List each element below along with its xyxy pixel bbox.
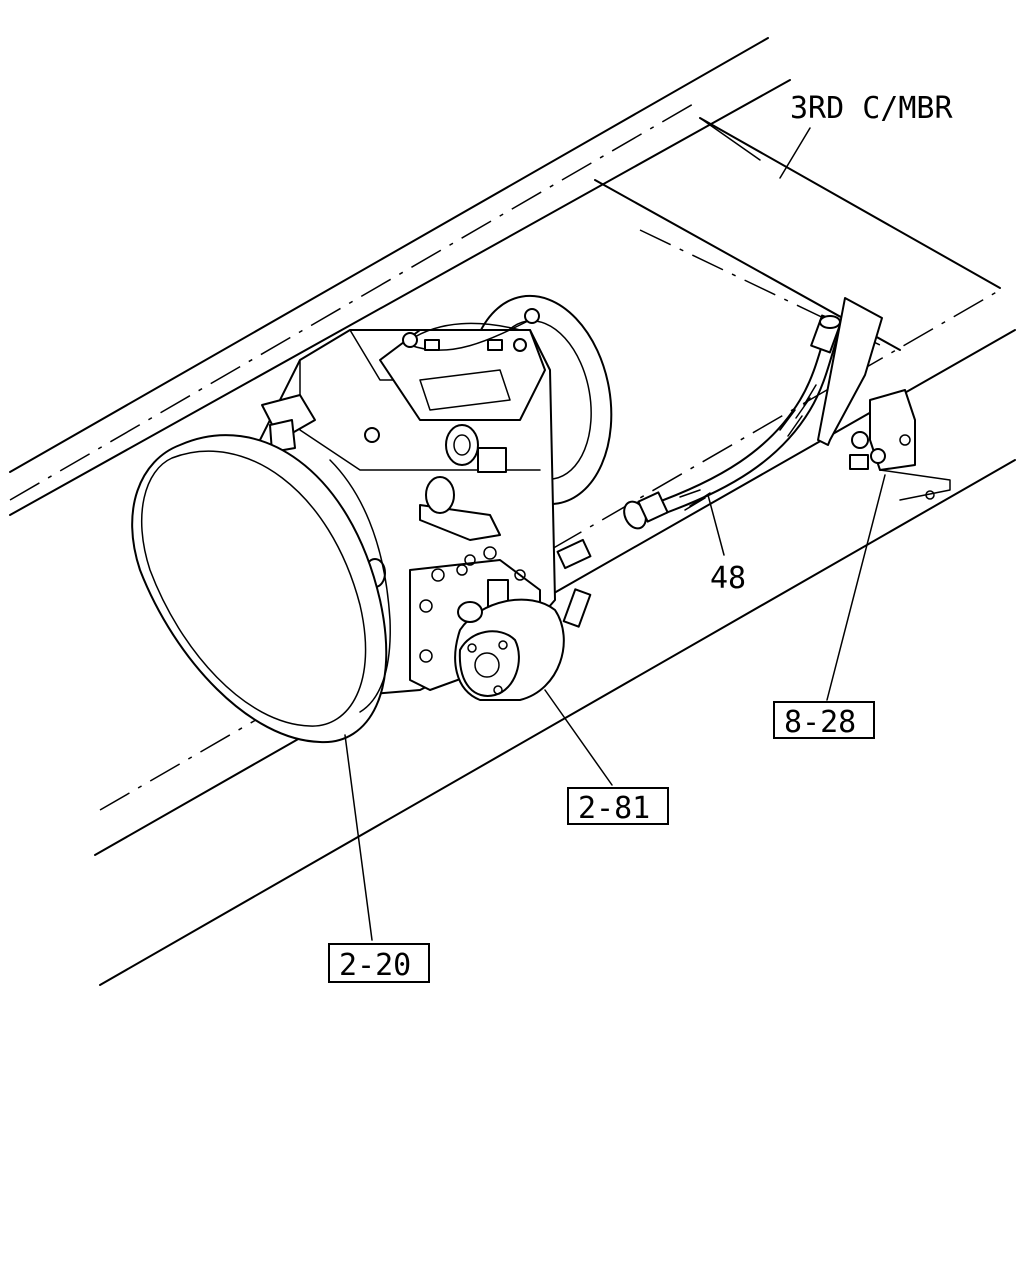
part-48-label: 48 [710, 561, 746, 596]
third-crossmember [594, 117, 1001, 351]
pto-unit [454, 588, 592, 701]
ref-8-28-text: 8-28 [784, 705, 856, 740]
ref-box-2-81[interactable]: 2-81 [567, 787, 669, 826]
hose-fitting-lower [623, 491, 669, 530]
ref-box-8-28[interactable]: 8-28 [773, 701, 875, 740]
upper-frame-rail [9, 37, 791, 516]
pto-hose [623, 314, 842, 530]
ref-2-20-text: 2-20 [339, 948, 411, 983]
hose-fitting-upper [810, 314, 842, 354]
leader-lines [344, 127, 886, 941]
ref-2-81-text: 2-81 [578, 791, 650, 826]
valve-bracket [817, 297, 951, 501]
ref-box-2-20[interactable]: 2-20 [328, 943, 430, 983]
clutch-housing [131, 434, 391, 744]
crossmember-label: 3RD C/MBR [790, 91, 953, 126]
